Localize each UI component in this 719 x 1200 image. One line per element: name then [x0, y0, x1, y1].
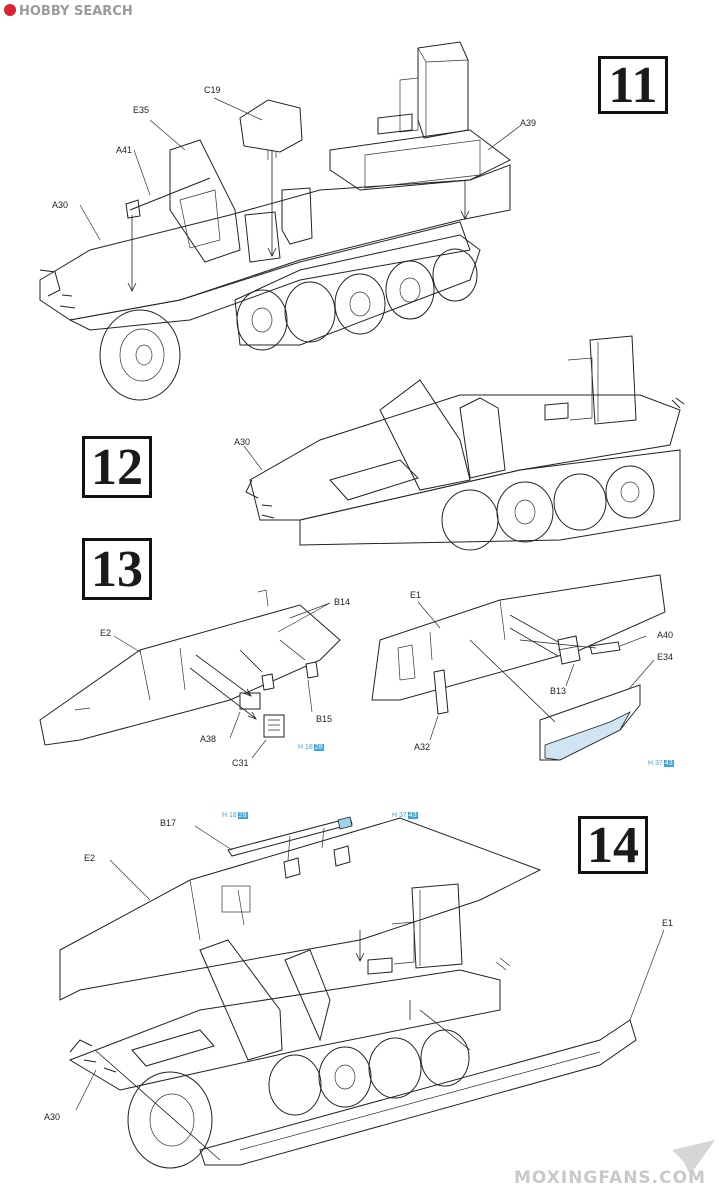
color-ref-number: 43 [407, 812, 418, 819]
step12-vehicle [243, 335, 685, 551]
label-e1-step13: E1 [410, 590, 422, 600]
label-b14: B14 [334, 597, 351, 607]
label-e1-step14: E1 [662, 918, 674, 928]
label-e2-step13: E2 [100, 628, 112, 638]
color-ref-number: 28 [237, 812, 248, 819]
color-ref-code: H 37 [648, 760, 663, 767]
label-e35: E35 [133, 105, 150, 115]
label-c31: C31 [232, 758, 249, 768]
step14-vehicle [59, 816, 665, 1169]
watermark-brand: HOBBY SEARCH [19, 4, 133, 19]
label-b15: B15 [316, 714, 333, 724]
label-a40: A40 [657, 630, 674, 640]
label-b13: B13 [550, 686, 567, 696]
color-ref-code: H 37 [392, 812, 407, 819]
color-ref-number: 28 [313, 744, 324, 751]
label-c19: C19 [204, 85, 221, 95]
hobby-search-logo-icon [4, 4, 16, 16]
step11-vehicle [39, 41, 521, 401]
color-ref-code: H 18 [222, 812, 237, 819]
label-a38: A38 [200, 734, 217, 744]
step-number-14: 14 [578, 816, 648, 874]
step13-right-panel [371, 574, 666, 761]
hobby-search-watermark: HOBBY SEARCH [4, 4, 133, 19]
label-a30-step12: A30 [234, 437, 251, 447]
label-e34: E34 [657, 652, 674, 662]
label-a30-step14: A30 [44, 1112, 61, 1122]
label-e2-step14: E2 [84, 853, 96, 863]
color-ref-code: H 18 [298, 744, 313, 751]
label-a41: A41 [116, 145, 133, 155]
label-a39: A39 [520, 118, 537, 128]
step-number-11: 11 [598, 56, 668, 114]
label-b17: B17 [160, 818, 177, 828]
label-a30-step11: A30 [52, 200, 69, 210]
color-ref-number: 43 [663, 760, 674, 767]
moxingfans-watermark: MOXINGFANS.COM [514, 1168, 706, 1188]
step-number-12: 12 [82, 436, 152, 498]
label-a32: A32 [414, 742, 431, 752]
step13-left-panel [39, 589, 341, 759]
step-number-13: 13 [82, 538, 152, 600]
paper-plane-icon [672, 1140, 715, 1175]
